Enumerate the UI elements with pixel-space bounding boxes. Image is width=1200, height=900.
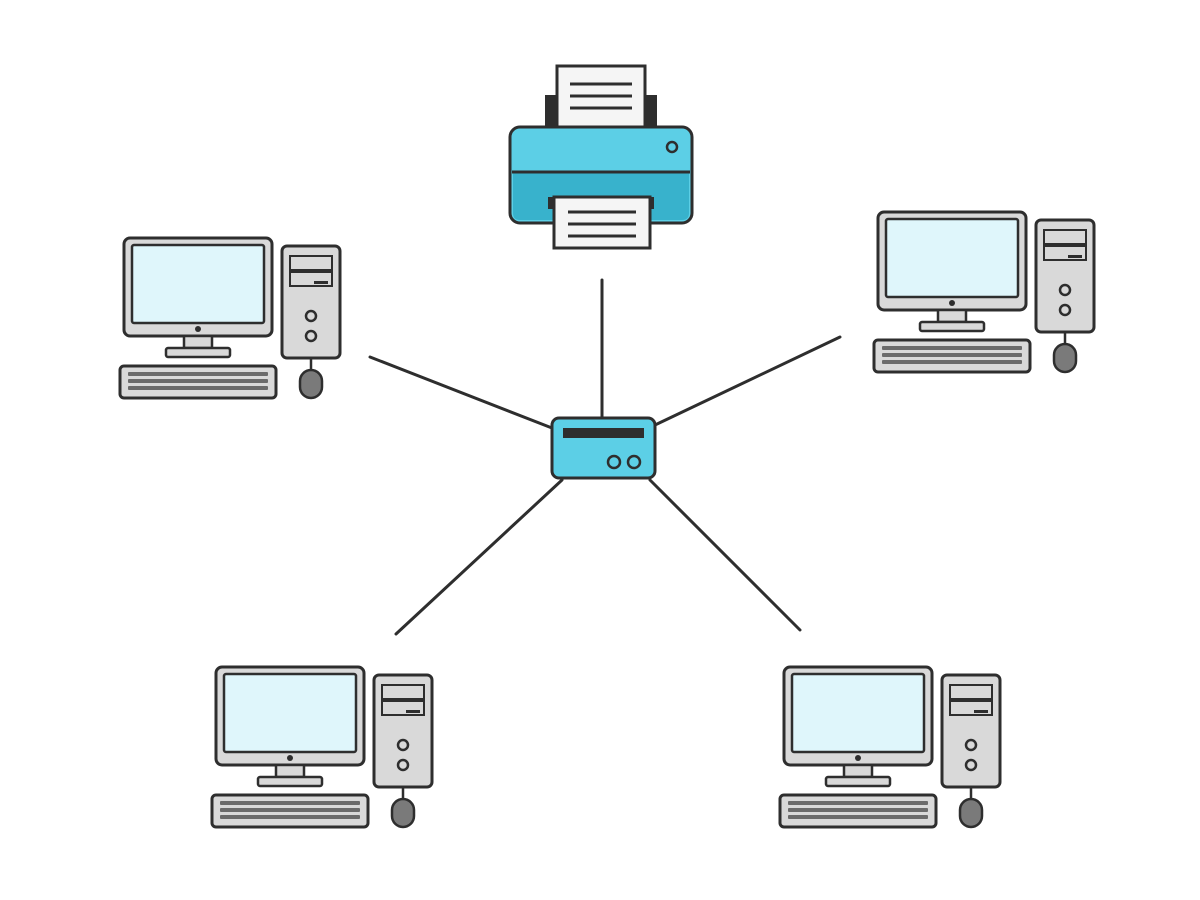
desktop-computer-icon xyxy=(210,665,434,829)
link-computer-top-left xyxy=(368,355,554,430)
link-computer-bottom-left xyxy=(394,478,564,636)
desktop-computer-icon xyxy=(872,210,1096,374)
printer-icon xyxy=(508,64,694,250)
desktop-computer-icon xyxy=(778,665,1002,829)
network-links xyxy=(368,278,842,636)
link-computer-top-right xyxy=(653,335,842,427)
link-computer-bottom-right xyxy=(648,478,802,632)
network-switch-icon xyxy=(550,416,657,480)
desktop-computer-icon xyxy=(118,236,342,400)
